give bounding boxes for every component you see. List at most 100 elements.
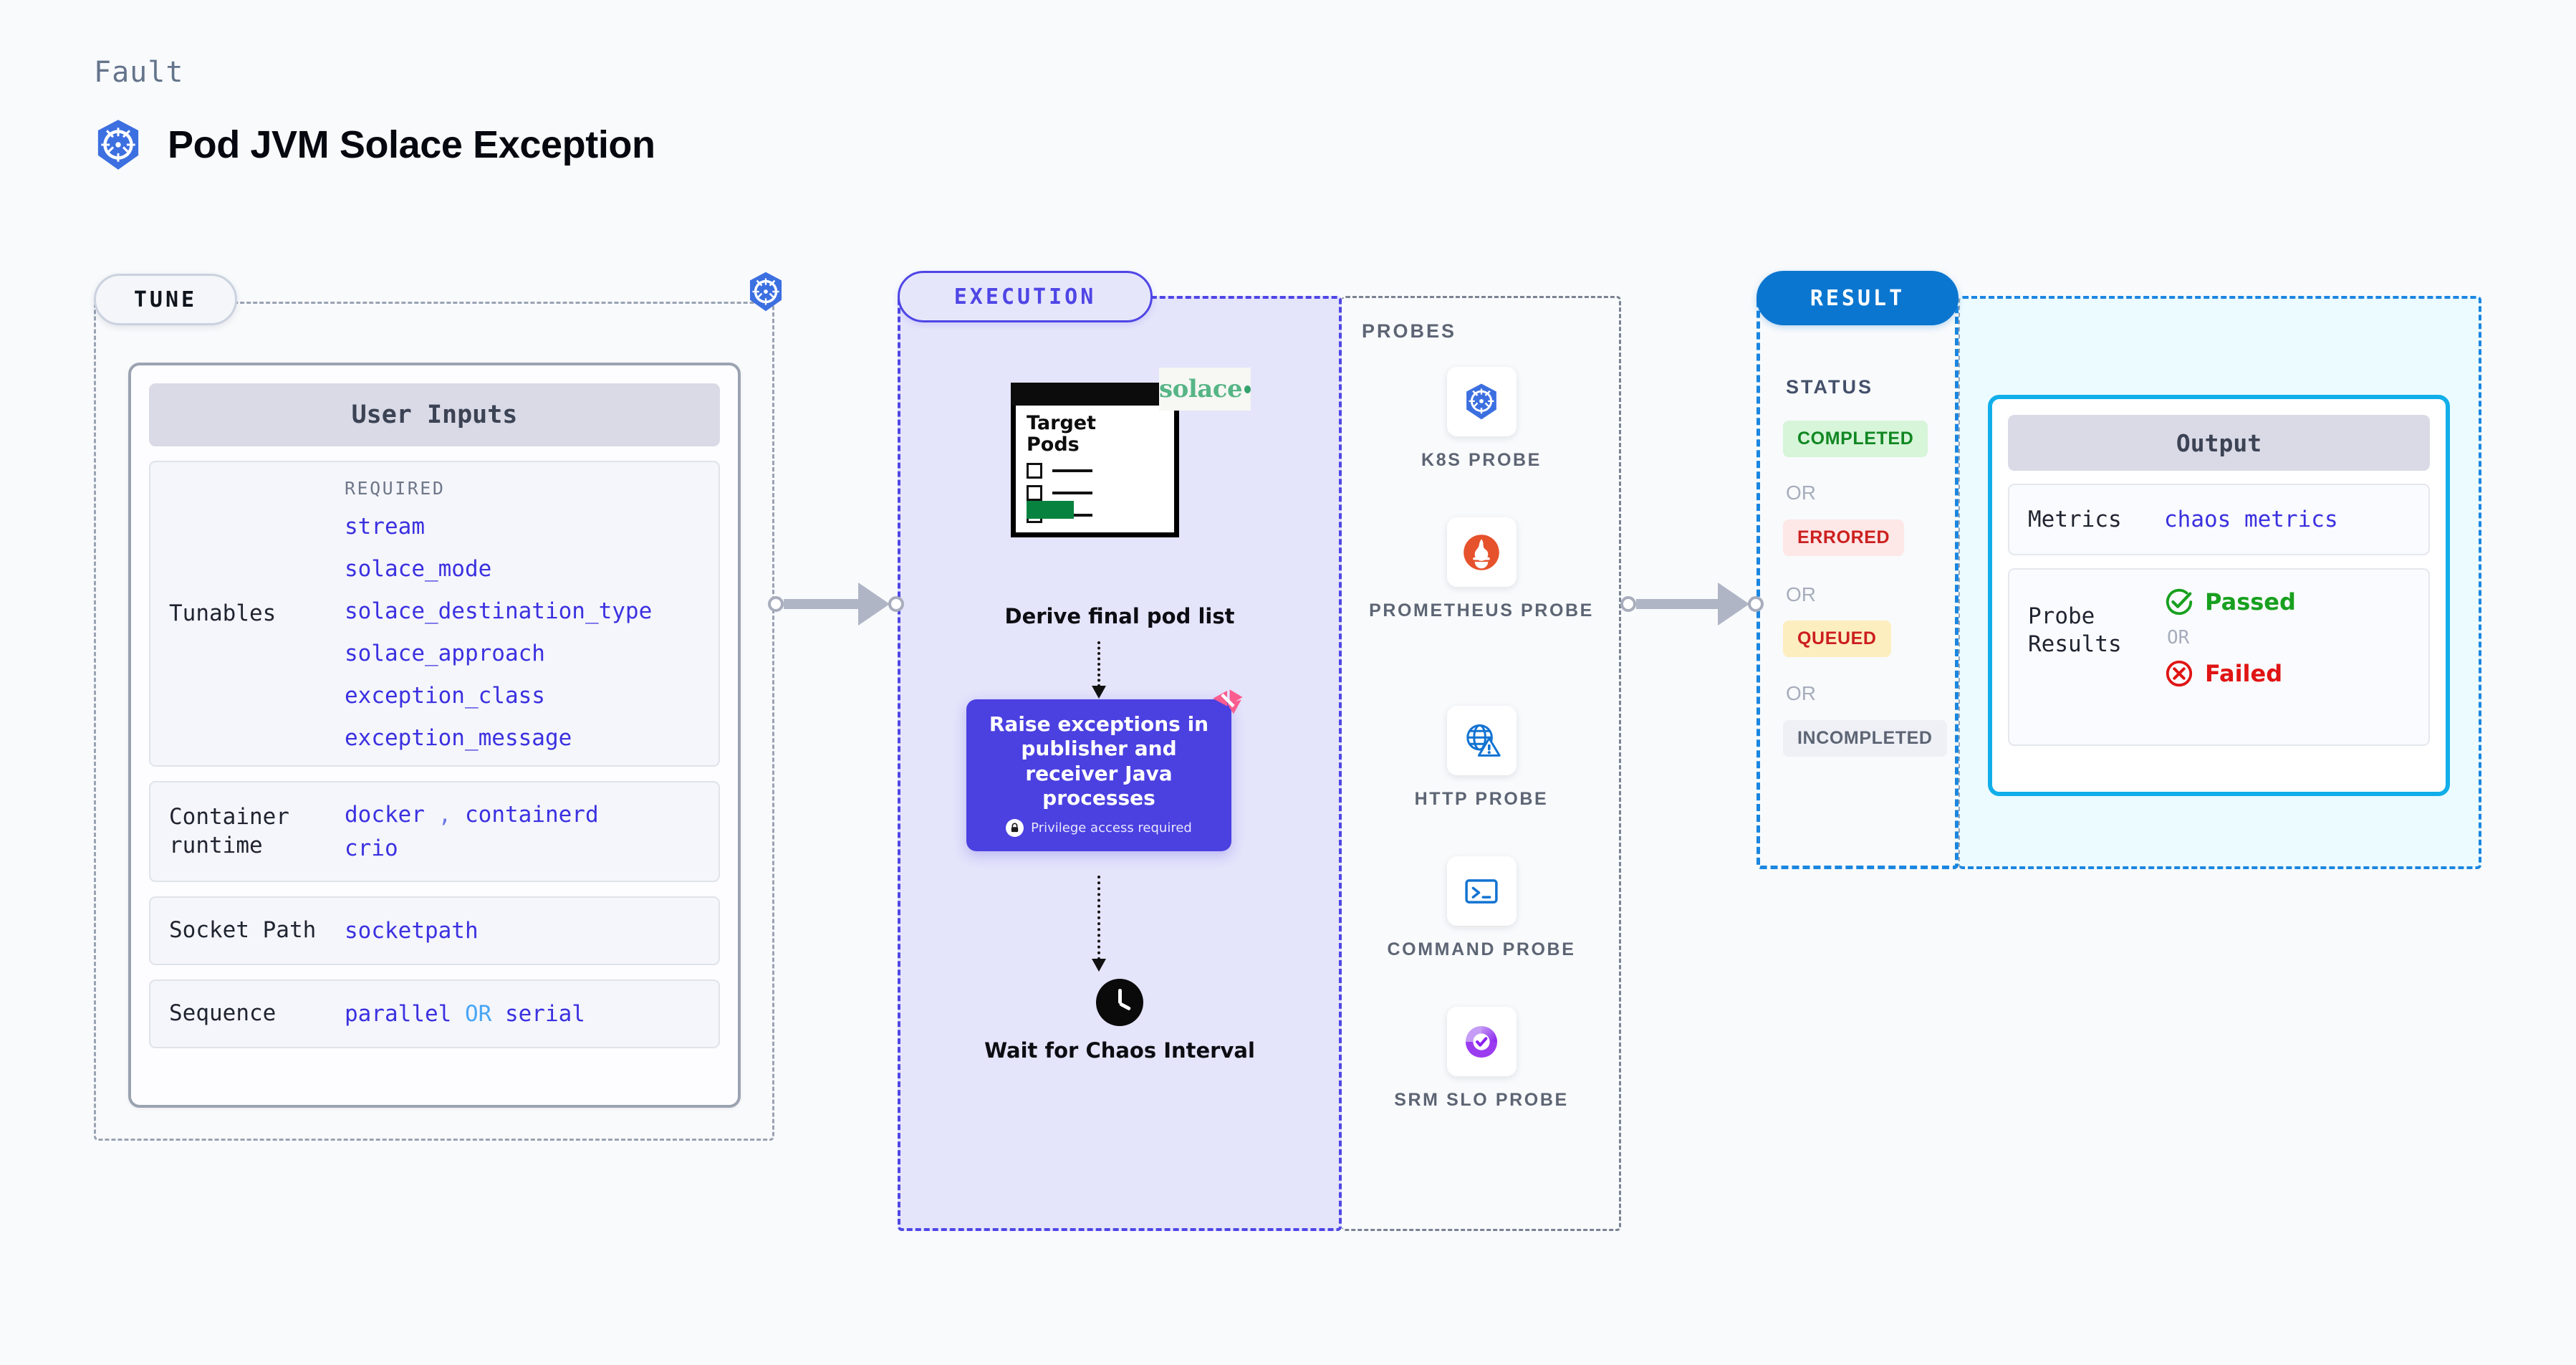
solace-dot-icon	[1244, 385, 1251, 393]
tunable-item[interactable]: stream	[345, 514, 425, 540]
runtime-value[interactable]: crio	[345, 835, 398, 861]
connector-dot	[888, 596, 904, 612]
tunable-item[interactable]: exception_message	[345, 725, 572, 751]
srm-slo-gauge-icon	[1465, 1025, 1498, 1058]
socket-path-row: Socket Path socketpath	[149, 896, 720, 965]
lock-icon	[1006, 818, 1024, 837]
value-separator: OR	[464, 1001, 492, 1027]
probe-label: PROMETHEUS PROBE	[1369, 600, 1594, 621]
status-badge-queued: QUEUED	[1783, 621, 1891, 657]
pod-progress-bar	[1027, 501, 1074, 519]
tunable-item[interactable]: solace_mode	[345, 556, 492, 582]
socket-path-value[interactable]: socketpath	[345, 918, 479, 944]
tunable-item[interactable]: exception_class	[345, 683, 545, 709]
or-label: OR	[1786, 482, 1816, 504]
stage-label-tune[interactable]: TUNE	[94, 274, 237, 325]
pod-card-title: Target Pods	[1027, 412, 1097, 456]
connector-bar	[784, 599, 858, 609]
probe-tile	[1446, 1007, 1517, 1076]
probe-item-srm-slo[interactable]: SRM SLO PROBE	[1342, 1007, 1621, 1112]
pod-card-titlebar	[1011, 383, 1179, 406]
runtime-value[interactable]: containerd	[465, 802, 599, 828]
failed-label: Failed	[2205, 660, 2283, 687]
status-badge-errored: ERRORED	[1783, 519, 1905, 556]
connector-dot	[1748, 596, 1764, 612]
runtime-value[interactable]: docker	[345, 802, 425, 828]
tunable-item[interactable]: solace_approach	[345, 641, 545, 666]
tunable-item[interactable]: solace_destination_type	[345, 598, 653, 624]
sequence-values: parallel OR serial	[345, 1001, 700, 1027]
sequence-value[interactable]: parallel	[345, 1001, 452, 1027]
probe-item-k8s[interactable]: K8S PROBE	[1342, 367, 1621, 472]
solace-logo: solace	[1159, 368, 1251, 411]
tunables-values: REQUIRED stream solace_mode solace_desti…	[345, 478, 700, 749]
terminal-icon	[1465, 878, 1498, 904]
chaos-badge-icon	[1213, 689, 1243, 714]
step-caption-derive-pods: Derive final pod list	[1004, 604, 1235, 628]
check-circle-icon	[2166, 588, 2193, 616]
kubernetes-icon	[97, 120, 139, 170]
probe-label: COMMAND PROBE	[1387, 939, 1576, 959]
user-inputs-title: User Inputs	[149, 383, 720, 446]
required-caption: REQUIRED	[345, 478, 446, 499]
tunables-row: Tunables REQUIRED stream solace_mode sol…	[149, 461, 720, 767]
prometheus-icon	[1464, 534, 1499, 570]
connector-dot	[768, 596, 784, 612]
page-title: Pod JVM Solace Exception	[168, 123, 655, 166]
pod-list-item	[1027, 485, 1092, 501]
metrics-row: Metrics chaos metrics	[2008, 484, 2430, 555]
probe-results-values: Passed OR Failed	[2164, 587, 2410, 689]
sequence-row: Sequence parallel OR serial	[149, 980, 720, 1048]
checkbox-icon	[1027, 485, 1042, 501]
tunables-label: Tunables	[169, 600, 277, 626]
connector-dot	[1620, 596, 1636, 612]
probe-label: SRM SLO PROBE	[1394, 1090, 1569, 1110]
stage-label-execution[interactable]: EXECUTION	[898, 271, 1153, 322]
container-runtime-label: Container runtime	[169, 803, 289, 858]
probe-result-passed: Passed	[2164, 587, 2410, 617]
status-badge-incompleted: INCOMPLETED	[1783, 720, 1947, 757]
user-inputs-card: User Inputs Tunables REQUIRED stream sol…	[128, 363, 741, 1108]
probe-label: K8S PROBE	[1421, 450, 1542, 470]
metrics-label: Metrics	[2028, 506, 2122, 532]
metrics-value[interactable]: chaos metrics	[2164, 507, 2338, 532]
probe-tile	[1446, 367, 1517, 436]
http-globe-warning-icon	[1466, 724, 1501, 757]
or-label: OR	[2167, 627, 2190, 648]
container-runtime-values: docker , containerd crio	[345, 798, 700, 865]
probe-item-command[interactable]: COMMAND PROBE	[1342, 856, 1621, 962]
result-status-boundary	[1756, 296, 1959, 869]
probe-item-http[interactable]: HTTP PROBE	[1342, 706, 1621, 811]
output-title: Output	[2008, 415, 2430, 471]
probe-result-failed: Failed	[2164, 658, 2410, 689]
x-circle-icon	[2166, 660, 2193, 687]
pod-list-item	[1027, 463, 1092, 479]
solace-wordmark: solace	[1159, 375, 1243, 403]
list-rule	[1052, 469, 1092, 472]
kubernetes-icon	[1466, 383, 1496, 419]
kubernetes-icon	[749, 272, 782, 312]
connector-execution-to-result	[1620, 583, 1764, 626]
status-badge-completed: COMPLETED	[1783, 421, 1928, 457]
connector-bar	[1636, 599, 1718, 609]
page-title-row: Pod JVM Solace Exception	[92, 118, 655, 171]
status-caption: STATUS	[1786, 376, 1873, 398]
probe-tile	[1446, 517, 1517, 587]
action-text: Raise exceptions in publisher and receiv…	[989, 712, 1209, 810]
clock-icon	[1096, 979, 1143, 1026]
privilege-note: Privilege access required	[1006, 818, 1192, 837]
stage-label-result[interactable]: RESULT	[1756, 271, 1959, 325]
socket-path-values: socketpath	[345, 918, 700, 944]
socket-path-label: Socket Path	[169, 917, 317, 944]
connector-arrowhead	[1718, 583, 1749, 626]
step-caption-wait-interval: Wait for Chaos Interval	[984, 1038, 1255, 1063]
connector-tune-to-execution	[768, 583, 904, 626]
flow-arrow-down	[1092, 876, 1106, 972]
probe-tile	[1446, 856, 1517, 926]
connector-arrowhead	[858, 583, 890, 626]
probe-item-prometheus[interactable]: PROMETHEUS PROBE	[1342, 517, 1621, 623]
sequence-value[interactable]: serial	[504, 1001, 585, 1027]
action-card-raise-exceptions[interactable]: Raise exceptions in publisher and receiv…	[966, 689, 1243, 851]
